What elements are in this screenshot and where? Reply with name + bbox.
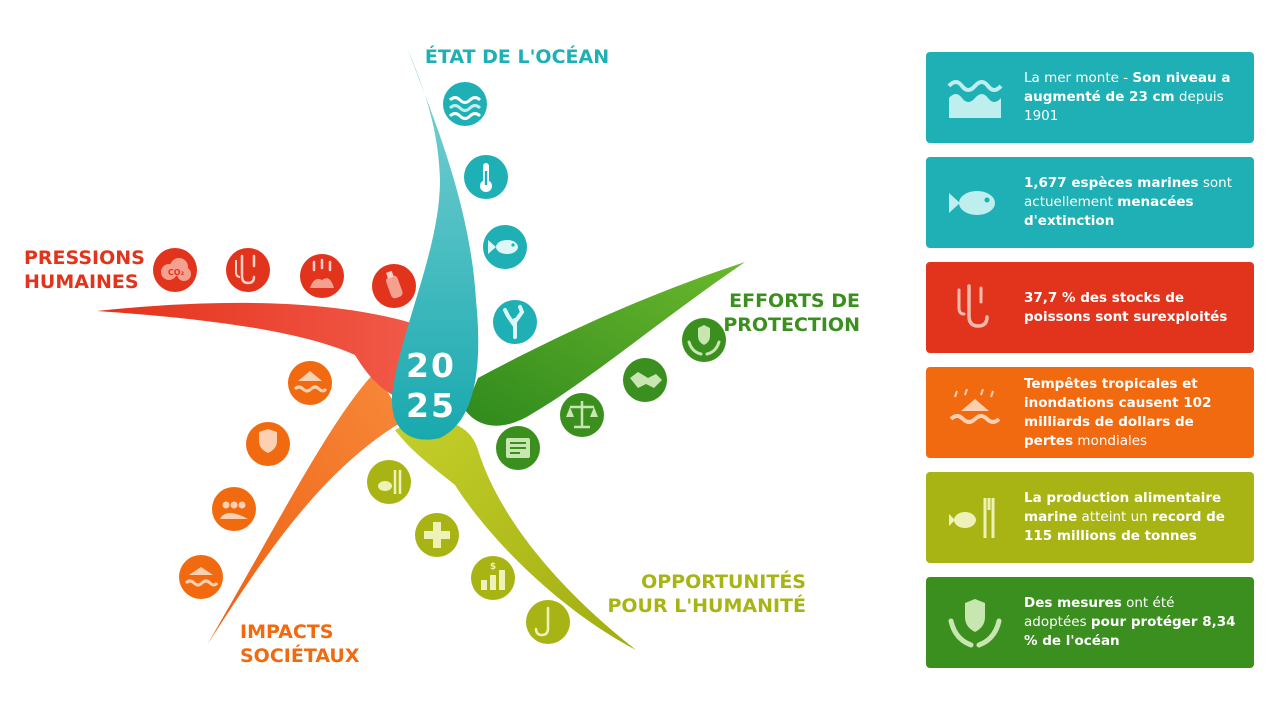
fact-card-segment: sont actuellement bbox=[1024, 175, 1233, 210]
fact-card-segment: atteint un bbox=[1077, 509, 1152, 525]
arm-opportunites bbox=[395, 419, 636, 650]
fact-card-segment: pour protéger 8,34 % de l'océan bbox=[1024, 614, 1236, 649]
fact-card-segment: menacées d'extinction bbox=[1024, 194, 1194, 229]
pollution-icon bbox=[300, 254, 344, 298]
scales-icon bbox=[560, 393, 604, 437]
coral-icon bbox=[493, 300, 537, 344]
fact-card-fish-stocks: 37,7 % des stocks de poissons sont surex… bbox=[926, 262, 1254, 353]
arm-etat bbox=[391, 47, 479, 440]
plastic-bottle-icon bbox=[372, 264, 416, 308]
fact-card-text: 1,677 espèces marines sont actuellement … bbox=[1024, 174, 1254, 231]
label-pressions-2: HUMAINES bbox=[24, 271, 139, 293]
fact-card-text: Des mesures ont été adoptées pour protég… bbox=[1024, 594, 1254, 651]
fact-card-segment: Tempêtes tropicales et inondations cause… bbox=[1024, 375, 1212, 449]
storm-flood-icon bbox=[288, 361, 332, 405]
fact-card-segment: La production alimentaire marine bbox=[1024, 490, 1222, 525]
label-efforts-1: EFFORTS DE bbox=[729, 290, 860, 312]
insurance-shield-icon bbox=[246, 422, 290, 466]
fact-card-protection: Des mesures ont été adoptées pour protég… bbox=[926, 577, 1254, 668]
svg-text:$: $ bbox=[490, 562, 496, 572]
community-icon bbox=[212, 487, 256, 531]
fish-fork-knife-icon bbox=[367, 460, 411, 504]
coins-growth-icon: $ bbox=[471, 556, 515, 600]
arm-pressions bbox=[97, 302, 426, 400]
fact-card-segment: record de 115 millions de tonnes bbox=[1024, 509, 1225, 544]
medical-cross-icon bbox=[415, 513, 459, 557]
fish-icon bbox=[483, 225, 527, 269]
shield-hands-icon bbox=[948, 598, 1002, 647]
fact-card-segment: Son niveau a augmenté de 23 cm bbox=[1024, 70, 1231, 105]
fact-card-text: La production alimentaire marine atteint… bbox=[1024, 489, 1254, 546]
handshake-icon bbox=[623, 358, 667, 402]
ocean-star-diagram: 20 25 ÉTAT DE L'OCÉAN PRESSIONS HUMAINES… bbox=[24, 45, 860, 667]
label-impacts-1: IMPACTS bbox=[240, 621, 333, 643]
fact-card-segment: 1,677 espèces marines bbox=[1024, 175, 1199, 191]
shield-hands-icon bbox=[682, 318, 726, 362]
fact-card-segment: ont été adoptées bbox=[1024, 595, 1175, 630]
fact-card-segment: Des mesures bbox=[1024, 595, 1122, 611]
fact-card-storms: Tempêtes tropicales et inondations cause… bbox=[926, 367, 1254, 458]
flooded-house-icon bbox=[179, 555, 223, 599]
fact-card-sea-level: La mer monte - Son niveau a augmenté de … bbox=[926, 52, 1254, 143]
fact-card-food: La production alimentaire marine atteint… bbox=[926, 472, 1254, 563]
svg-text:CO₂: CO₂ bbox=[168, 268, 185, 277]
fish-icon bbox=[949, 190, 995, 215]
fact-card-text: La mer monte - Son niveau a augmenté de … bbox=[1024, 69, 1254, 126]
waves-icon bbox=[443, 82, 487, 126]
fact-card-segment: mondiales bbox=[1073, 432, 1148, 449]
label-pressions-1: PRESSIONS bbox=[24, 247, 145, 269]
co2-cloud-icon: CO₂ bbox=[153, 248, 197, 292]
storm-flood-icon bbox=[949, 388, 1001, 424]
arm-efforts bbox=[465, 262, 745, 426]
fact-card-species: 1,677 espèces marines sont actuellement … bbox=[926, 157, 1254, 248]
label-opportunites-1: OPPORTUNITÉS bbox=[641, 570, 806, 593]
fact-card-text: Tempêtes tropicales et inondations cause… bbox=[1024, 375, 1254, 451]
label-efforts-2: PROTECTION bbox=[723, 314, 860, 336]
fact-card-segment: 37,7 % des stocks de poissons sont surex… bbox=[1024, 289, 1228, 325]
fact-card-segment: La mer monte - bbox=[1024, 70, 1133, 86]
label-opportunites-2: POUR L'HUMANITÉ bbox=[607, 594, 806, 617]
label-etat: ÉTAT DE L'OCÉAN bbox=[425, 45, 609, 68]
sea-level-waves-icon bbox=[947, 79, 1003, 118]
fishing-hooks-icon bbox=[957, 283, 989, 328]
year-top: 20 bbox=[406, 346, 456, 385]
fact-card-text: 37,7 % des stocks de poissons sont surex… bbox=[1024, 289, 1254, 327]
fishing-hook-icon bbox=[526, 600, 570, 644]
label-impacts-2: SOCIÉTAUX bbox=[240, 644, 360, 667]
year-bottom: 25 bbox=[406, 386, 456, 425]
thermometer-icon bbox=[464, 155, 508, 199]
fishing-hooks-icon bbox=[226, 248, 270, 292]
fish-fork-knife-icon bbox=[949, 497, 995, 538]
arm-impacts bbox=[207, 372, 405, 645]
fact-card-segment: depuis 1901 bbox=[1024, 89, 1224, 124]
document-icon bbox=[496, 426, 540, 470]
